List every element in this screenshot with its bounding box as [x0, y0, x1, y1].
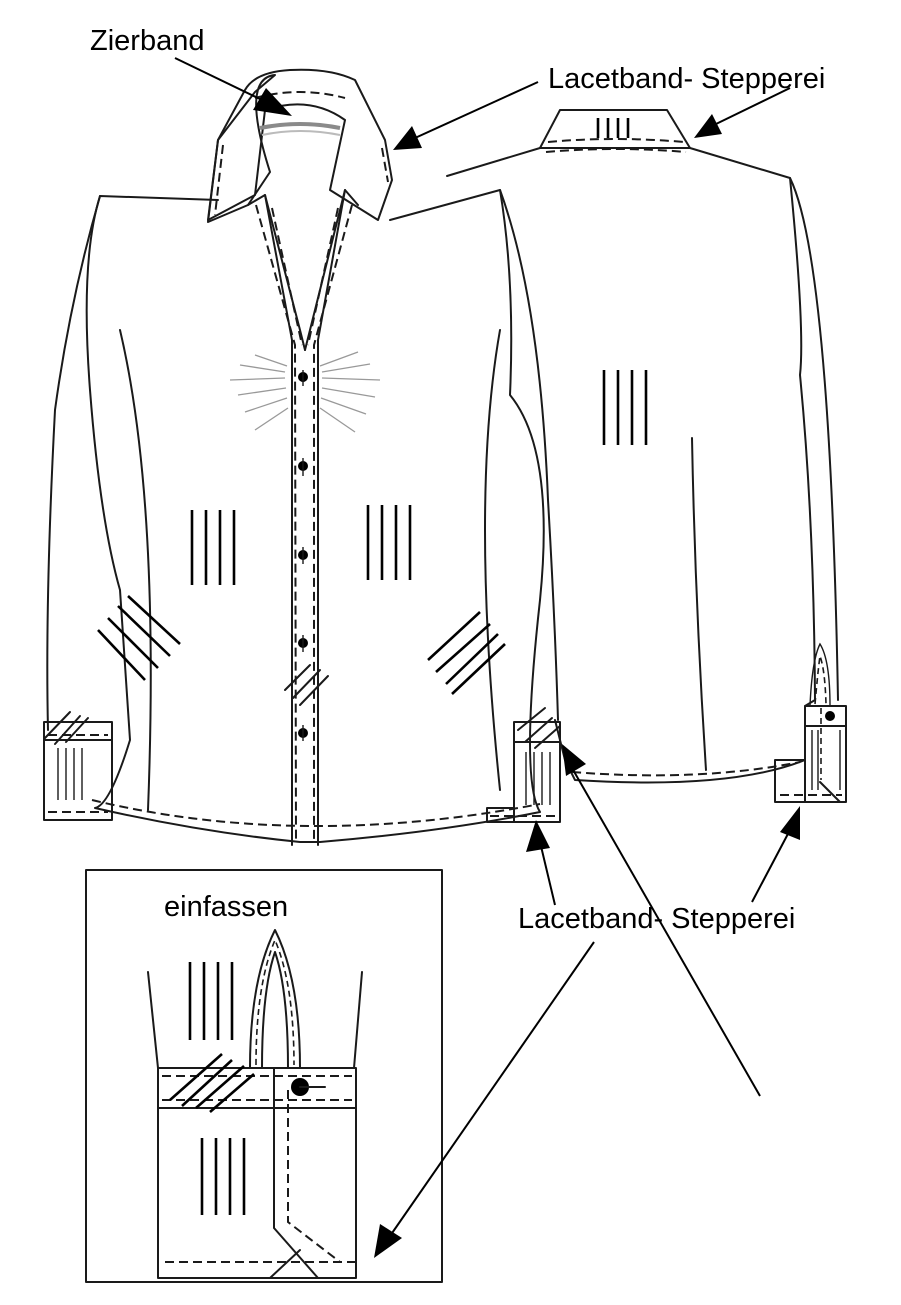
back-collar-stand	[539, 109, 691, 149]
right-side-seam	[484, 329, 501, 791]
back-collar-stitch-2	[545, 148, 687, 153]
back-collar-stitch	[547, 138, 685, 143]
diagonal-pleats-center	[284, 664, 329, 706]
detail-sleeve-right	[353, 971, 363, 1069]
back-view	[446, 109, 847, 803]
back-cuff-underlap	[774, 759, 806, 803]
placket-stitch-right	[313, 204, 353, 840]
callout-arrows	[174, 57, 800, 1258]
arrow-lacet-long	[571, 767, 761, 1097]
left-cuff	[43, 711, 113, 821]
right-sleeve	[499, 189, 559, 721]
arrow-lacet-detail	[389, 941, 595, 1237]
placket-stitch-left	[255, 204, 297, 841]
detail-pleats-bottom	[200, 1138, 246, 1215]
back-sleeve-line	[789, 177, 839, 701]
front-hem-stitch	[91, 799, 541, 827]
arrow-lacet-collar	[414, 81, 539, 139]
front-view	[43, 68, 561, 846]
detail-sleeve-left	[147, 971, 159, 1069]
arrow-lacet-cuff-front	[539, 841, 556, 906]
arrow-zierband	[174, 57, 263, 101]
detail-pleats-top	[188, 962, 234, 1040]
diagonal-pleats-left	[97, 595, 181, 681]
back-pleats	[602, 370, 648, 445]
zierband-ribbon	[259, 122, 341, 130]
right-cuff	[486, 707, 561, 823]
collar-stitch-top	[254, 91, 346, 99]
shading-rays	[229, 351, 381, 433]
back-cuff	[804, 705, 847, 803]
back-body-outline	[446, 147, 816, 784]
label-lacetband-top: Lacetband- Stepperei	[548, 63, 825, 95]
label-lacetband-bottom: Lacetband- Stepperei	[518, 903, 795, 935]
front-pleats-right	[366, 505, 412, 580]
back-hem-stitch	[571, 761, 801, 777]
back-center-seam	[691, 437, 707, 771]
front-buttons	[298, 370, 308, 741]
detail-box	[85, 869, 443, 1283]
left-side-seam	[119, 329, 152, 811]
arrow-lacet-back	[715, 87, 791, 125]
front-body-outline	[85, 189, 545, 843]
detail-placket-loop	[249, 929, 301, 1069]
arrow-lacet-cuff-back	[751, 829, 791, 903]
detail-cuff-lower	[157, 1107, 357, 1279]
collar-stitch-left	[214, 144, 224, 216]
label-zierband: Zierband	[90, 25, 204, 57]
detail-frame	[85, 869, 443, 1283]
back-collar-pleats	[596, 118, 630, 138]
placket-right-edge	[317, 189, 359, 846]
label-einfassen: einfassen	[164, 891, 288, 923]
front-pleats-left	[190, 510, 236, 585]
back-cuff-button	[825, 711, 835, 721]
diagonal-pleats-right	[427, 611, 506, 695]
back-placket-loop	[809, 642, 831, 707]
detail-cuff-band	[157, 1067, 357, 1109]
left-sleeve	[46, 195, 101, 731]
collar-outline	[207, 68, 393, 221]
placket-left-edge	[247, 194, 293, 846]
collar-stitch-right	[381, 147, 389, 183]
detail-diagonal-pleats	[169, 1053, 255, 1113]
